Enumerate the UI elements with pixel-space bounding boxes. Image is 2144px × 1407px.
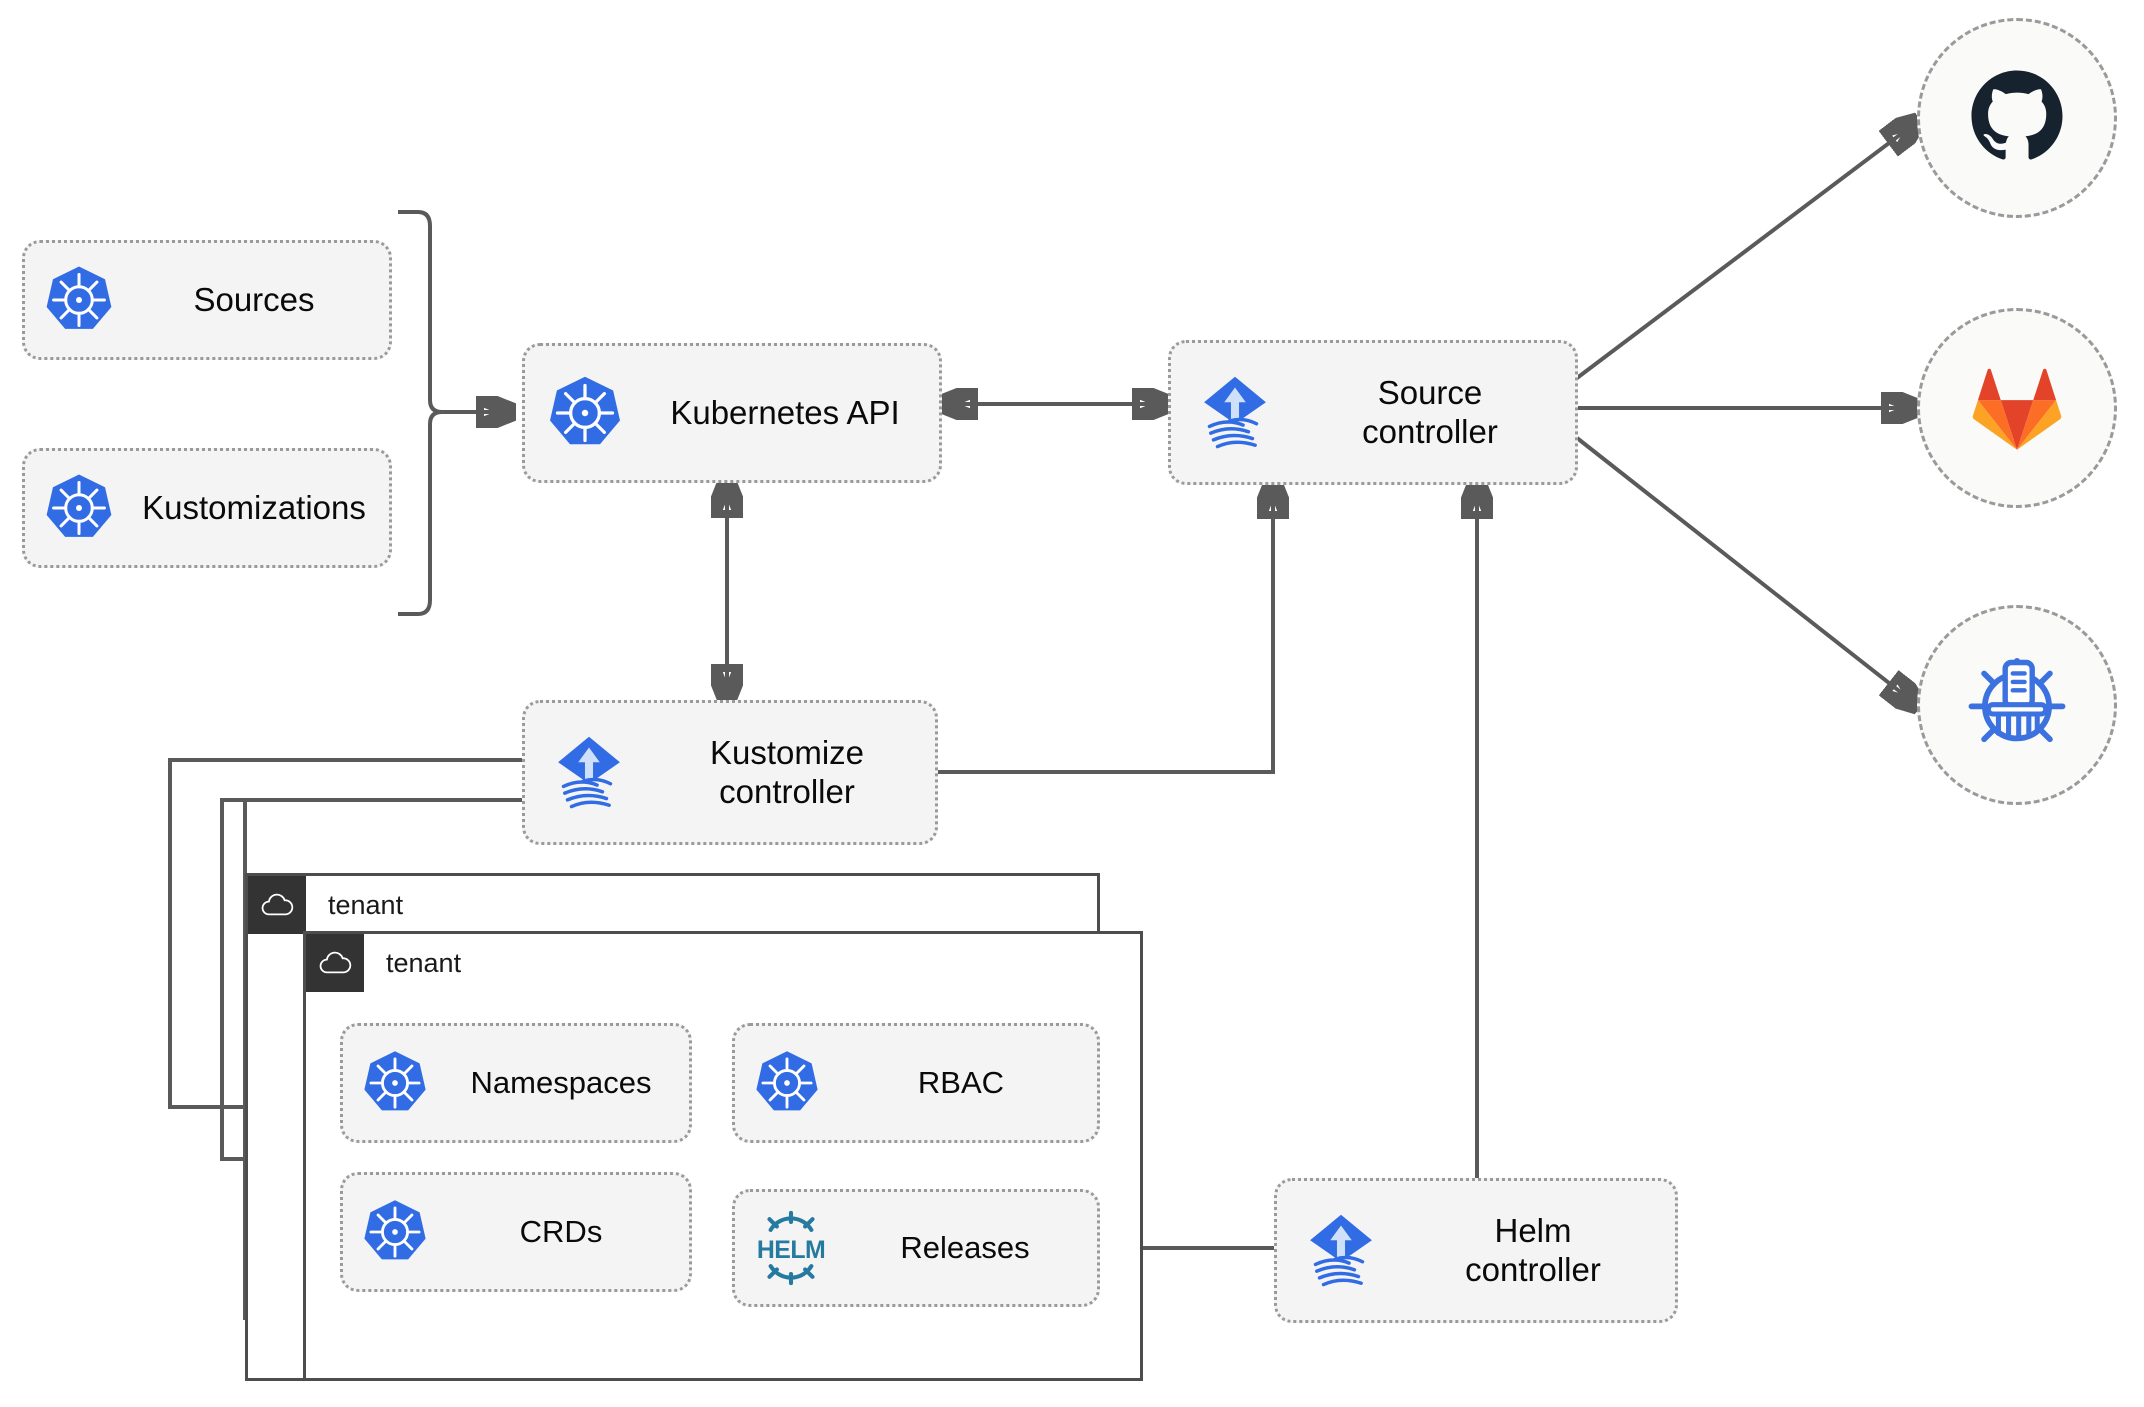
gitlab-icon bbox=[1967, 358, 2067, 459]
tenant-header: tenant bbox=[306, 934, 461, 992]
node-sources[interactable]: Sources bbox=[22, 240, 392, 360]
node-label: Kubernetes API bbox=[670, 393, 900, 431]
provider-helm-repository[interactable] bbox=[1917, 605, 2117, 805]
node-source-controller[interactable]: Source controller bbox=[1168, 340, 1578, 485]
node-label: Sources bbox=[193, 280, 315, 318]
tenant-header: tenant bbox=[248, 876, 403, 934]
node-releases[interactable]: HELM Releases bbox=[732, 1189, 1100, 1307]
node-label: Source controller bbox=[1362, 373, 1498, 450]
node-label: CRDs bbox=[519, 1213, 603, 1249]
kubernetes-icon bbox=[343, 1197, 447, 1267]
tenant-label: tenant bbox=[328, 889, 404, 920]
node-label: Helm controller bbox=[1465, 1211, 1601, 1288]
provider-gitlab[interactable] bbox=[1917, 308, 2117, 508]
node-label: Kustomize controller bbox=[709, 733, 865, 810]
node-namespaces[interactable]: Namespaces bbox=[340, 1023, 692, 1143]
tenant-label: tenant bbox=[386, 947, 462, 978]
cloud-icon bbox=[248, 876, 306, 934]
node-label: Namespaces bbox=[470, 1064, 652, 1100]
node-kustomize-controller[interactable]: Kustomize controller bbox=[522, 700, 938, 845]
node-label: Releases bbox=[900, 1229, 1030, 1265]
node-kustomizations[interactable]: Kustomizations bbox=[22, 448, 392, 568]
helm-icon: HELM bbox=[735, 1209, 847, 1287]
node-crds[interactable]: CRDs bbox=[340, 1172, 692, 1292]
node-label: RBAC bbox=[917, 1064, 1005, 1100]
kubernetes-icon bbox=[25, 263, 133, 337]
helm-chart-registry-icon bbox=[1963, 649, 2071, 762]
provider-github[interactable] bbox=[1917, 18, 2117, 218]
kubernetes-icon bbox=[735, 1048, 839, 1118]
svg-text:HELM: HELM bbox=[757, 1236, 825, 1264]
kubernetes-icon bbox=[525, 373, 645, 453]
node-helm-controller[interactable]: Helm controller bbox=[1274, 1178, 1678, 1323]
node-label: Kustomizations bbox=[142, 488, 366, 526]
github-icon bbox=[1965, 64, 2069, 173]
node-kubernetes-api[interactable]: Kubernetes API bbox=[522, 343, 942, 483]
kubernetes-icon bbox=[343, 1048, 447, 1118]
cloud-icon bbox=[306, 934, 364, 992]
flux-icon bbox=[1277, 1208, 1405, 1294]
flux-icon bbox=[525, 730, 653, 816]
tenant-container-inner[interactable]: tenant bbox=[303, 931, 1143, 1381]
flux-icon bbox=[1171, 370, 1299, 456]
kubernetes-icon bbox=[25, 471, 133, 545]
node-rbac[interactable]: RBAC bbox=[732, 1023, 1100, 1143]
